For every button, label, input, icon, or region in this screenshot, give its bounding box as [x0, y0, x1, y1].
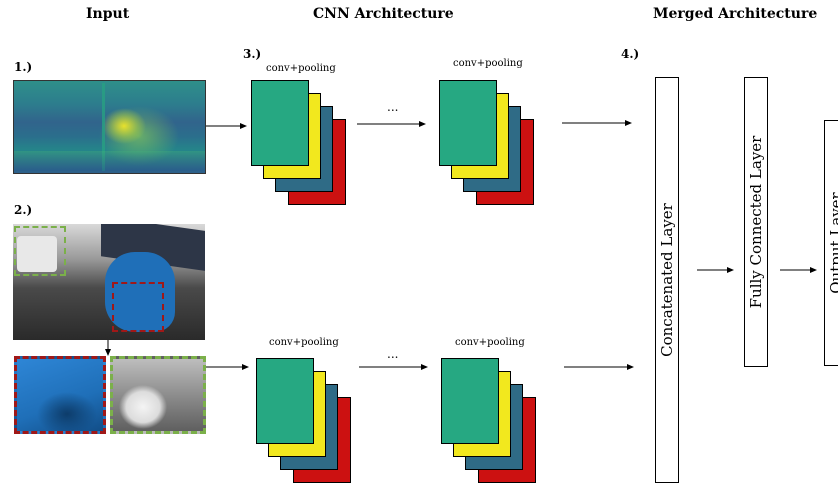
crop-box-red — [112, 282, 164, 332]
conv-pooling-caption: conv+pooling — [453, 58, 523, 69]
step-1-label: 1.) — [14, 60, 33, 74]
feature-map-green — [251, 80, 309, 166]
cnn-architecture-header: CNN Architecture — [313, 6, 454, 22]
fully-connected-layer: Fully Connected Layer — [744, 77, 768, 367]
engine-part-left — [17, 236, 57, 272]
conv-pooling-caption: conv+pooling — [455, 337, 525, 348]
crop-box-green — [14, 226, 66, 276]
step-4-label: 4.) — [621, 47, 640, 61]
ellipsis: ... — [387, 100, 399, 114]
step-2-label: 2.) — [14, 203, 33, 217]
engine-photo — [13, 224, 205, 340]
merged-architecture-header: Merged Architecture — [653, 6, 818, 22]
feature-map-green — [256, 358, 314, 444]
conv-pooling-caption: conv+pooling — [269, 337, 339, 348]
ellipsis: ... — [387, 347, 399, 361]
spectrogram-image — [13, 80, 206, 174]
input-header: Input — [86, 6, 130, 22]
crop-image-engine — [110, 356, 206, 434]
concatenated-layer: Concatenated Layer — [655, 77, 679, 483]
feature-map-green — [441, 358, 499, 444]
step-3-label: 3.) — [243, 47, 262, 61]
conv-pooling-caption: conv+pooling — [266, 63, 336, 74]
crop-image-glove — [14, 356, 106, 434]
feature-map-green — [439, 80, 497, 166]
output-layer: Output Layer — [824, 120, 838, 366]
